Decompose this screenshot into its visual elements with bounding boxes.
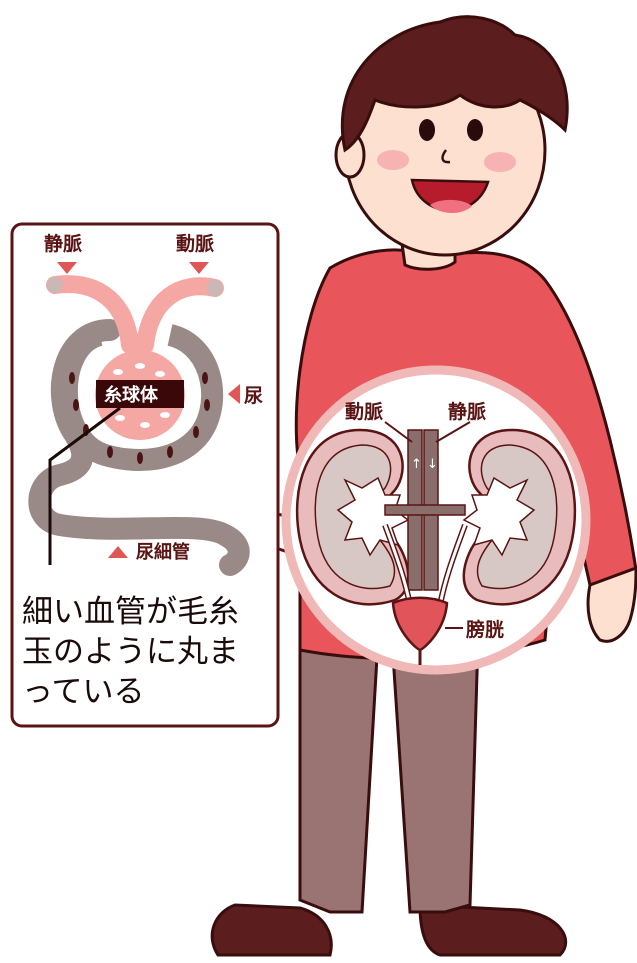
- circle-artery-label: 動脈: [345, 400, 383, 423]
- artery-end: [207, 280, 223, 296]
- circle-vein-label: 静脈: [448, 400, 486, 423]
- arrow-up: ↑: [411, 457, 422, 472]
- caption-line-1: 細い血管が毛糸: [22, 594, 239, 630]
- vein-end: [47, 277, 63, 293]
- renal-vessels: [385, 505, 465, 515]
- arrow-down: ↓: [427, 457, 438, 472]
- glomerulus-label: 糸球体: [104, 384, 159, 406]
- caption-line-3: っている: [22, 674, 144, 710]
- caption-line-2: 玉のように丸ま: [22, 634, 239, 670]
- vein-label: 静脈: [44, 232, 82, 255]
- nephron-panel: 静脈 動脈 糸球体 尿: [12, 224, 278, 726]
- urine-label: 尿: [244, 385, 263, 407]
- artery-label: 動脈: [176, 232, 214, 255]
- bladder-label: 膀胱: [465, 618, 504, 641]
- right-cheek: [484, 152, 516, 172]
- left-shoe: [212, 905, 331, 955]
- left-eye: [419, 119, 435, 141]
- left-cheek: [377, 150, 409, 170]
- tubule-label: 尿細管: [136, 541, 190, 563]
- right-eye: [467, 119, 483, 141]
